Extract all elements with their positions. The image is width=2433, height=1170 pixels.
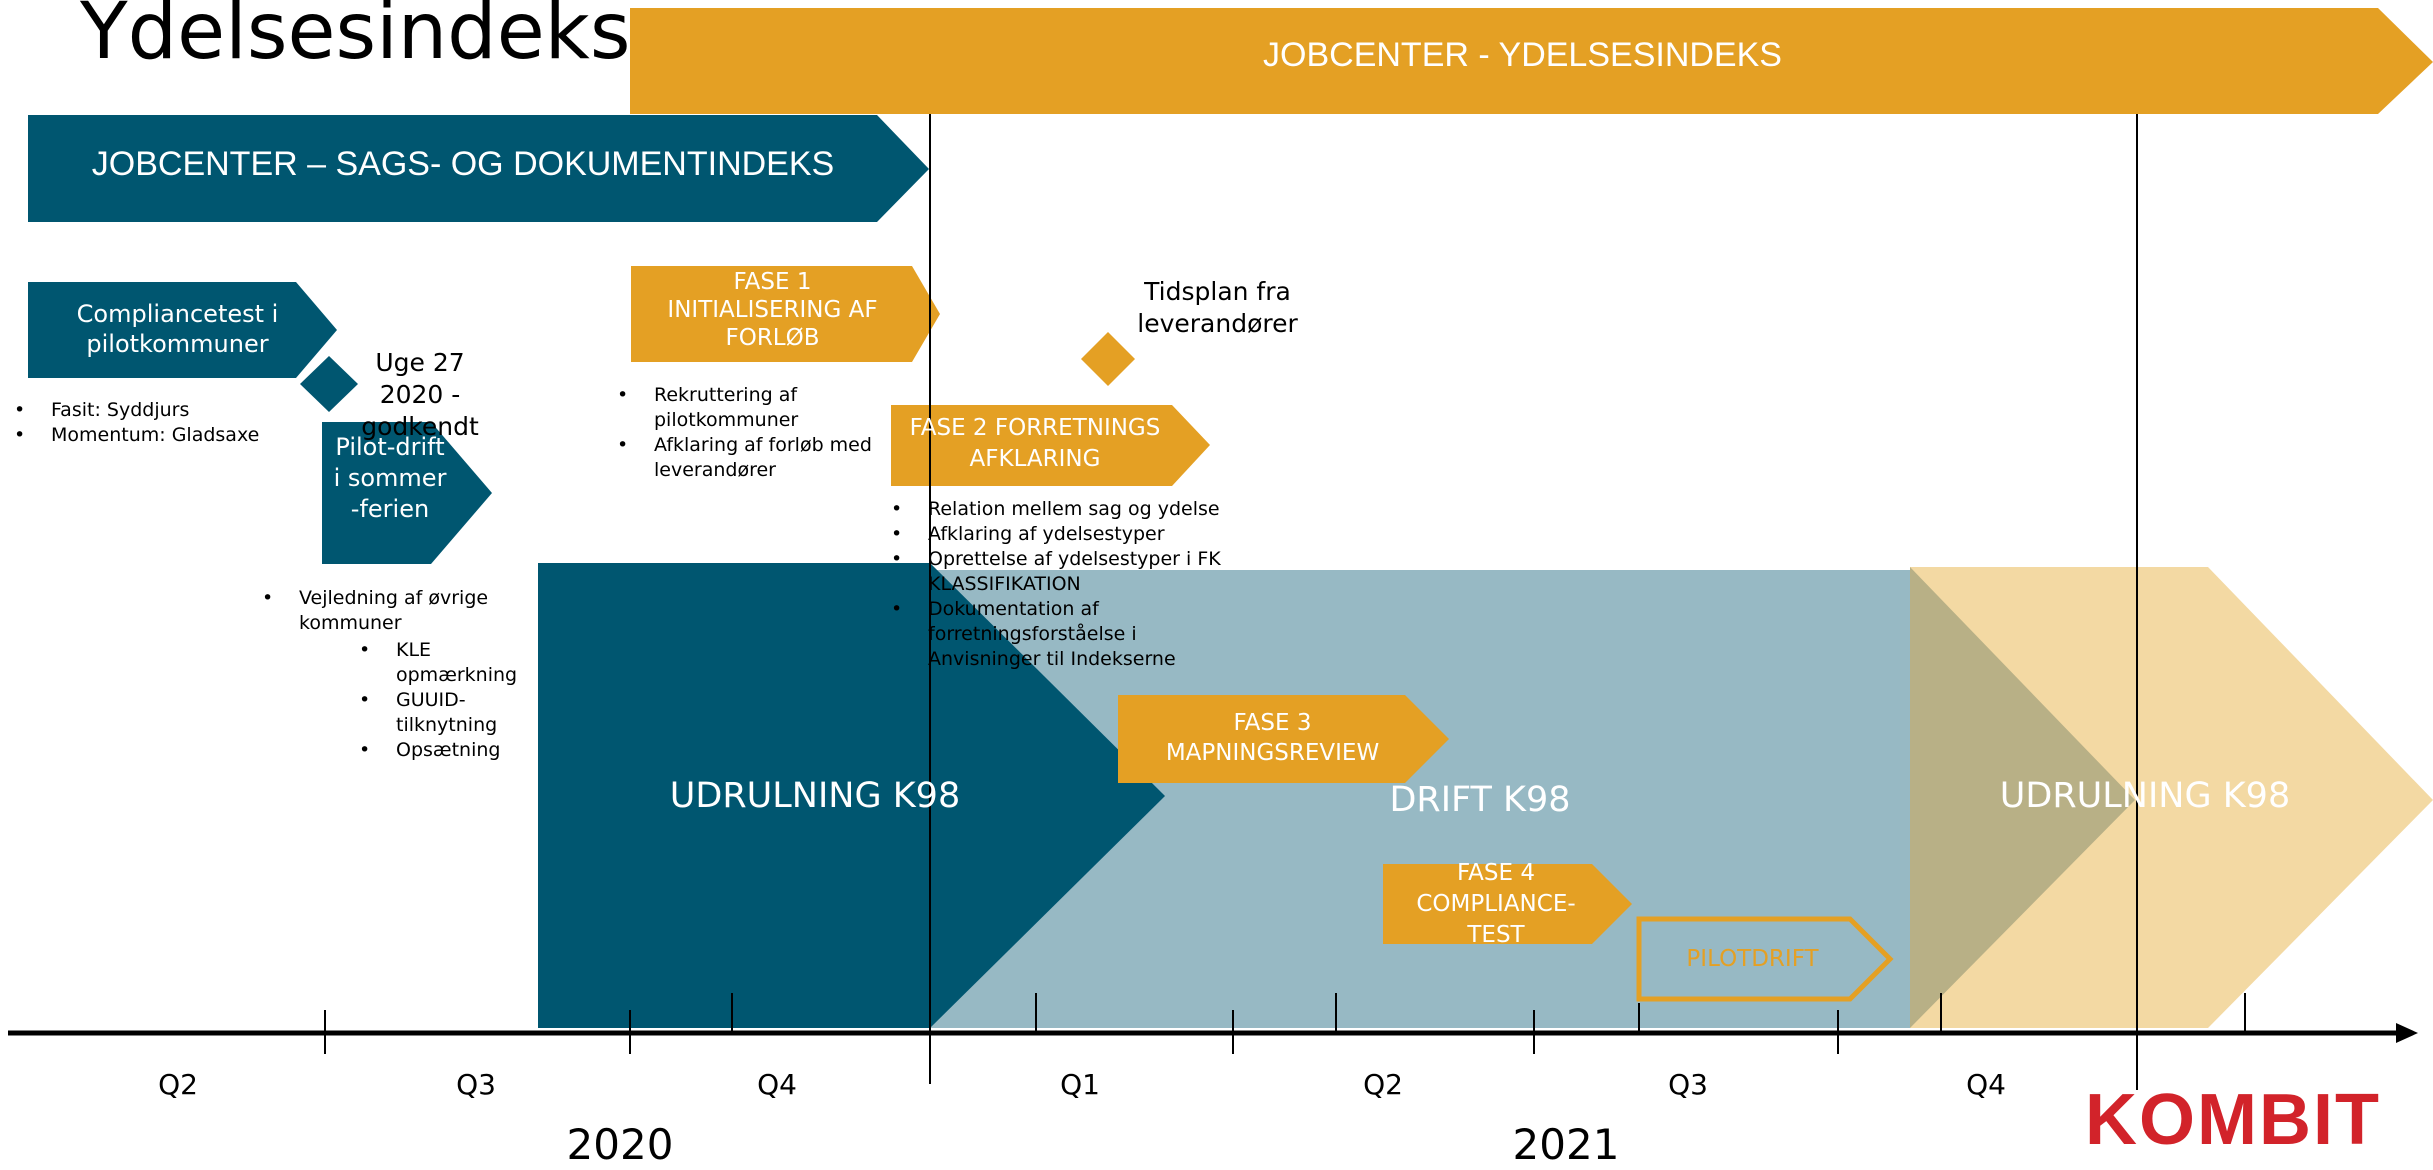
quarter-label: Q3	[456, 1068, 496, 1101]
timeline-arrowhead	[2396, 1023, 2418, 1043]
pilotdrift-shape	[1636, 916, 1894, 1002]
udrulning-2-label: UDRULNING K98	[1999, 776, 2291, 816]
pilotdrift-label: PILOTDRIFT	[1686, 946, 1819, 972]
fase2-shape	[891, 405, 1210, 486]
list-item: Fasit: Syddjurs	[14, 398, 274, 423]
compliance-bullets: Fasit: Syddjurs Momentum: Gladsaxe	[14, 398, 274, 448]
kombit-logo: KOMBIT	[2085, 1080, 2381, 1160]
fase1-label: FASE 1 INITIALISERING AF FORLØB	[667, 269, 878, 351]
list-item: GUUID-tilknytning	[359, 688, 529, 738]
sags-banner-label: JOBCENTER – SAGS- OG DOKUMENTINDEKS	[91, 145, 835, 183]
list-item: Opsætning	[359, 738, 529, 763]
fase2-bullets: Relation mellem sag og ydelse Afklaring …	[891, 497, 1251, 672]
udrulning-1-shape	[538, 563, 1165, 1028]
tidsplan-diamond	[1081, 332, 1135, 386]
vejledning-sub-bullets: KLE opmærkning GUUID-tilknytning Opsætni…	[359, 638, 529, 763]
list-item: Relation mellem sag og ydelse	[891, 497, 1251, 522]
pilotdrift-sommer-label: Pilot-drift i sommer -ferien	[333, 433, 447, 523]
fase4-shape	[1383, 864, 1632, 944]
list-item: Oprettelse af ydelsestyper i FK KLASSIFI…	[891, 547, 1251, 597]
fase1-shape	[631, 266, 940, 362]
list-item: Rekruttering af pilotkommuner	[617, 383, 897, 433]
tidsplan-label: Tidsplan fra leverandører	[1137, 277, 1298, 338]
uge27-diamond	[300, 356, 358, 412]
pilotdrift-sommer-shape	[322, 422, 492, 564]
compliance-test-shape	[28, 282, 337, 378]
quarter-label: Q2	[158, 1068, 198, 1101]
fase2-label: FASE 2 FORRETNINGS AFKLARING	[909, 415, 1161, 472]
sags-dokumentindeks-banner	[28, 115, 929, 222]
quarter-label: Q1	[1060, 1068, 1100, 1101]
list-item: Vejledning af øvrige kommuner	[262, 586, 532, 636]
vejledning-bullets: Vejledning af øvrige kommuner	[262, 586, 532, 636]
list-item: Afklaring af ydelsestyper	[891, 522, 1251, 547]
list-item: Dokumentation af forretningsforståelse i…	[891, 597, 1251, 672]
page-title: Ydelsesindeks	[80, 0, 631, 77]
uge27-label: Uge 27 2020 - godkendt	[361, 348, 479, 441]
list-item: KLE opmærkning	[359, 638, 529, 688]
quarter-label: Q4	[1966, 1068, 2006, 1101]
compliance-test-label: Compliancetest i pilotkommuner	[76, 300, 279, 358]
ydelsesindeks-banner-label: JOBCENTER - YDELSESINDEKS	[1263, 36, 1782, 74]
year-label: 2021	[1512, 1120, 1620, 1169]
quarter-label: Q2	[1363, 1068, 1403, 1101]
fase4-label: FASE 4 COMPLIANCE-TEST	[1416, 860, 1576, 948]
drift-k98-label: DRIFT K98	[1389, 780, 1571, 820]
fase1-bullets: Rekruttering af pilotkommuner Afklaring …	[617, 383, 897, 483]
udrulning-2-shape	[1910, 567, 2433, 1028]
list-item: Afklaring af forløb med leverandører	[617, 433, 897, 483]
timeline-ticks	[324, 993, 2246, 1054]
fase3-shape	[1118, 695, 1449, 783]
year-label: 2020	[566, 1120, 674, 1169]
udrulning-1-label: UDRULNING K98	[669, 776, 961, 816]
ydelsesindeks-banner	[630, 8, 2433, 114]
quarter-label: Q4	[757, 1068, 797, 1101]
quarter-label: Q3	[1668, 1068, 1708, 1101]
list-item: Momentum: Gladsaxe	[14, 423, 274, 448]
drift-overlap-shape	[1910, 567, 2135, 1028]
fase3-label: FASE 3 MAPNINGSREVIEW	[1165, 710, 1380, 766]
drift-k98-shape	[930, 570, 1910, 1028]
